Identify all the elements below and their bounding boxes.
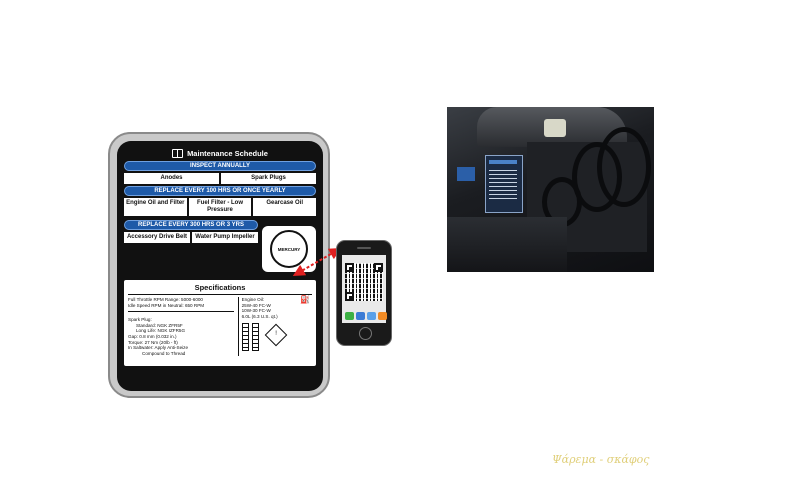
spec-oil-2: 10W-30 FC-W xyxy=(241,308,271,314)
replace-100hrs-items: Engine Oil and Filter Fuel Filter - Low … xyxy=(124,198,317,216)
spec-rpm-full: Full Throttle RPM Range: 5000-6000 xyxy=(128,297,203,302)
spec-spark-long: Long Life: NGK IZFR5G xyxy=(136,328,186,334)
inspect-annually-items: Anodes Spark Plugs xyxy=(124,173,316,184)
dipstick-diagram: ! xyxy=(241,323,312,352)
spec-saltwater-2: Compound to Thread xyxy=(142,350,186,356)
spec-oil-3: 6.0L (6.3 U.S. qt.) xyxy=(241,313,278,319)
outboard-engine-photo xyxy=(447,107,654,272)
replace-100hrs-band: REPLACE EVERY 100 HRS OR ONCE YEARLY xyxy=(124,186,316,196)
specifications-panel: Specifications Full Throttle RPM Range: … xyxy=(124,280,316,366)
phone-dock xyxy=(345,312,387,320)
spec-left-column: Full Throttle RPM Range: 5000-6000 Idle … xyxy=(128,297,234,356)
engine-decal xyxy=(485,155,523,213)
phone-speaker xyxy=(357,247,371,249)
maintenance-decal: Maintenance Schedule INSPECT ANNUALLY An… xyxy=(117,141,323,391)
item-anodes: Anodes xyxy=(124,173,219,184)
spec-gap: Gap: 0.8 mm (0.032 in.) xyxy=(128,333,177,339)
warning-diamond-icon: ! xyxy=(264,324,287,347)
replace-300hrs-left: REPLACE EVERY 300 HRS OR 3 YRS Accessory… xyxy=(124,218,258,272)
watermark-text: Ψάρεμα - σκάφος xyxy=(552,453,650,466)
decal-title-row: Maintenance Schedule xyxy=(124,149,316,158)
phone-app-icon xyxy=(345,312,354,320)
home-button xyxy=(359,327,372,340)
inspect-annually-band: INSPECT ANNUALLY xyxy=(124,161,316,171)
browser-app-icon xyxy=(367,312,376,320)
mercury-logo-text: MERCURY xyxy=(277,246,301,252)
dashed-arrow xyxy=(292,247,342,277)
mail-app-icon xyxy=(356,312,365,320)
spec-spark-heading: Spark Plug: xyxy=(128,317,152,323)
item-water-pump-impeller: Water Pump Impeller xyxy=(192,232,258,243)
dipstick-gauge-icon xyxy=(241,323,249,352)
spec-divider xyxy=(128,311,234,317)
spec-oil-1: 25W-40 FC-W xyxy=(241,302,271,308)
engine-tag xyxy=(544,119,566,137)
engine-blue-component xyxy=(457,167,475,181)
engine-hose-2 xyxy=(597,127,651,207)
replace-300hrs-items: Accessory Drive Belt Water Pump Impeller xyxy=(124,232,258,243)
phone-screen xyxy=(342,255,387,323)
specifications-columns: Full Throttle RPM Range: 5000-6000 Idle … xyxy=(128,295,312,357)
manual-book-icon xyxy=(172,149,184,158)
decal-title: Maintenance Schedule xyxy=(187,149,268,158)
oil-can-icon: ⛽ xyxy=(300,295,310,304)
music-app-icon xyxy=(378,312,387,320)
item-spark-plugs: Spark Plugs xyxy=(221,173,316,184)
spec-torque: Torque: 27 Nm (20lb - ft) xyxy=(128,339,178,345)
spec-rpm-idle: Idle Speed RPM in Neutral: 650 RPM xyxy=(128,302,205,308)
item-gearcase-oil: Gearcase Oil xyxy=(253,198,317,216)
item-engine-oil-filter: Engine Oil and Filter xyxy=(124,198,187,216)
spec-saltwater: In Saltwater: Apply Anti-Seize xyxy=(128,345,189,351)
spec-right-column: ⛽ Engine Oil: 25W-40 FC-W 10W-30 FC-W 6.… xyxy=(237,295,312,357)
item-fuel-filter: Fuel Filter - Low Pressure xyxy=(188,198,252,216)
qr-code-icon xyxy=(345,263,383,301)
engine-lower-housing xyxy=(447,217,567,272)
spec-oil-heading: Engine Oil: xyxy=(241,297,265,302)
replace-300hrs-band: REPLACE EVERY 300 HRS OR 3 YRS xyxy=(124,220,258,230)
smartphone xyxy=(336,240,392,346)
replace-300hrs-section: REPLACE EVERY 300 HRS OR 3 YRS Accessory… xyxy=(124,218,316,272)
item-accessory-drive-belt: Accessory Drive Belt xyxy=(124,232,190,243)
spec-spark-standard: Standard: NGK ZFR5F xyxy=(136,322,183,328)
specifications-title: Specifications xyxy=(128,283,312,295)
dipstick-gauge-icon-2 xyxy=(251,323,259,352)
